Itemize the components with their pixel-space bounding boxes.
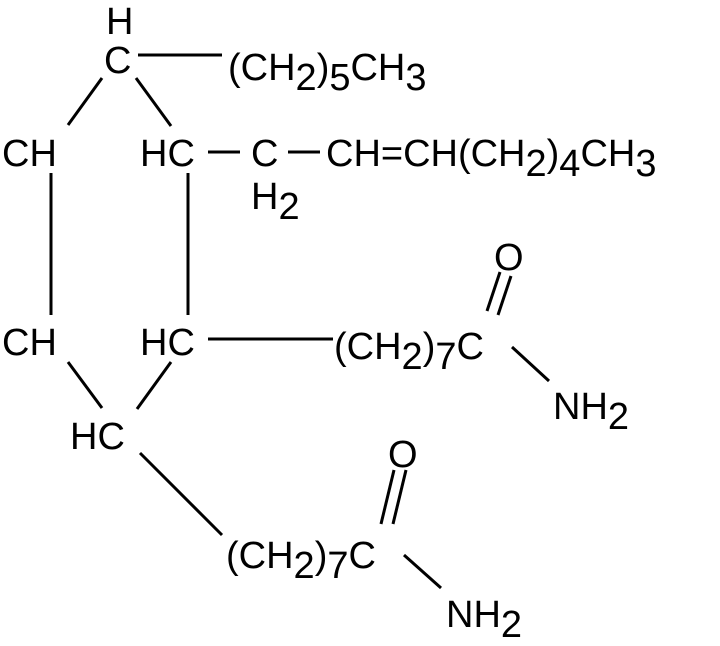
amide2-chain-label: (CH2)7C xyxy=(226,535,376,587)
atom-bottom-hc: HC xyxy=(70,416,125,458)
atom-right-hc-lower: HC xyxy=(140,322,195,364)
atom-top-c: C xyxy=(104,40,131,82)
bond-amide2-co-a xyxy=(379,469,396,525)
bond-lowerhc-bottomhc xyxy=(135,361,173,410)
atom-top-h: H xyxy=(106,1,133,43)
bond-amide2-cn xyxy=(403,553,442,590)
atom-ch2-h: H2 xyxy=(251,176,300,228)
bond-amide1-co-a xyxy=(485,271,502,312)
hexyl-chain-label: (CH2)5CH3 xyxy=(228,47,427,99)
amide1-oxygen: O xyxy=(494,237,524,279)
bond-amide1-co-b xyxy=(496,275,513,316)
atom-right-hc-upper: HC xyxy=(140,133,195,175)
amide2-oxygen: O xyxy=(388,434,418,476)
bonds xyxy=(49,53,551,590)
amide1-nh2: NH2 xyxy=(553,386,629,438)
bond-amide2-co-b xyxy=(391,469,408,525)
atoms: H C (CH2)5CH3 CH HC C H2 CH=CH(CH2)4CH3 … xyxy=(2,1,656,646)
bond-topc-righthc xyxy=(134,77,173,127)
amide2-nh2: NH2 xyxy=(446,594,522,646)
amide1-chain-label: (CH2)7C xyxy=(334,326,484,378)
atom-left-ch-lower: CH xyxy=(2,322,57,364)
bond-topc-leftch xyxy=(66,77,104,126)
atom-ch2-c: C xyxy=(251,133,278,175)
bond-amide1-cn xyxy=(510,345,551,383)
bond-leftch-bottomhc xyxy=(66,361,104,409)
alkene-chain-label: CH=CH(CH2)4CH3 xyxy=(326,133,656,185)
bond-bottomhc-chain2 xyxy=(138,451,224,537)
atom-left-ch-upper: CH xyxy=(2,133,57,175)
